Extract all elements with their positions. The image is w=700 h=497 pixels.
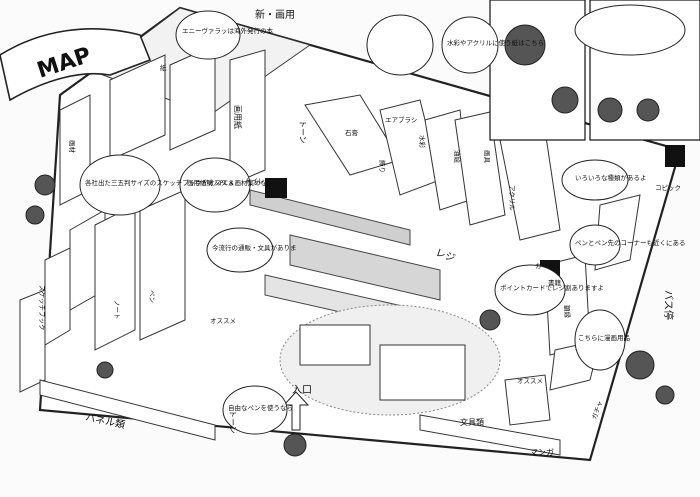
label-acrylic: アクリル: [508, 185, 516, 211]
bubble-register-pay: ポイントカードでレジ割ありますよ: [500, 283, 604, 292]
label-frame: 額縁: [563, 305, 572, 319]
label-toilet: トイレ: [245, 177, 265, 185]
label-kami: 紙: [160, 63, 167, 72]
label-manga: マンガ: [530, 447, 554, 457]
bubble-sketch-recommend: 各社出た三五判サイズのスケッチブックがオススメ: [85, 178, 234, 187]
bubble-various-kinds: いろいろな種類があるよ: [575, 173, 647, 182]
label-notebook: ノート: [113, 300, 121, 320]
label-osusume: オススメ: [210, 317, 236, 325]
label-pen: ペン: [148, 290, 156, 303]
center-top-shelves: [304, 94, 561, 241]
speech-bubbles: [79, 4, 686, 435]
bubble-acrylic-note: 水彩やアクリルに使う紙はこちら: [447, 38, 544, 47]
map-banner: [0, 28, 152, 102]
entrance-arrow: [282, 391, 310, 431]
bubble-overseas: エニーヴァラッは海外発行の本: [182, 26, 274, 35]
label-paper: 画用紙: [233, 105, 243, 129]
bubble-shortcut: 自由なペンを使うなら: [228, 403, 293, 412]
label-ingredients: 画材: [68, 140, 77, 154]
bottom-shelves: [39, 374, 561, 456]
label-kazari: 飾り: [378, 160, 387, 173]
bubble-pen-note: ペンとペン先のコーナーも近くにある: [575, 238, 686, 247]
register-desk: [299, 324, 371, 366]
label-entrance: 入口: [292, 385, 312, 396]
label-bunbougu: 文具類: [460, 417, 484, 427]
label-books: 書籍: [548, 278, 562, 287]
label-tool: 画具: [483, 150, 491, 164]
label-airbrush: エアブラシ: [385, 115, 417, 124]
label-bus-stop: バス停: [662, 290, 675, 320]
label-cards: カード: [535, 262, 555, 270]
label-oil: 油絵: [453, 150, 462, 164]
register-counter: [379, 344, 466, 401]
label-plaster: 石膏: [345, 128, 359, 137]
bubble-paper-pc: 画用紙購入PC＆画材集めなど: [187, 178, 274, 187]
center-left-shelves: [109, 44, 266, 186]
bubble-manga-note: こちらに漫画用品: [578, 333, 630, 342]
label-shinbun: 新・画用: [255, 8, 295, 21]
label-tone: トーン: [298, 120, 307, 144]
bubble-limited: 今流行の通販・文具がありま: [212, 243, 297, 252]
characters: [25, 24, 675, 457]
label-osusume-2: オススメ: [517, 377, 543, 385]
label-copic: コピック: [655, 184, 681, 192]
label-sketchbook: スケッチブック: [38, 285, 47, 331]
label-tone-2: トーン: [228, 410, 237, 434]
label-watercolor: 水彩: [418, 135, 427, 149]
